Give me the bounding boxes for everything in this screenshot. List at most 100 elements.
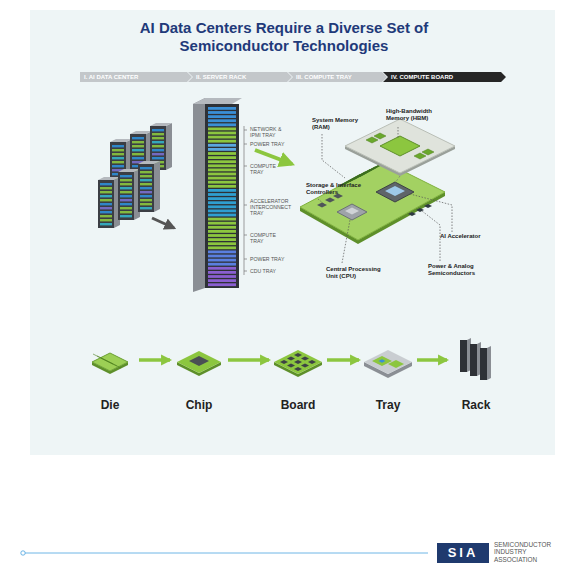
chip-icon (177, 351, 221, 373)
flow-arrow (327, 358, 359, 362)
rack-stripe (120, 187, 132, 189)
rack-tray-stripe (208, 160, 236, 163)
rack-tray-stripe (208, 164, 236, 167)
rack-tray-stripe (208, 283, 236, 286)
rack-tray-stripe (208, 152, 236, 155)
hbm-stack (374, 133, 386, 139)
rack-stripe (140, 175, 152, 177)
tray-icon (364, 350, 412, 374)
stage-label: Rack (462, 398, 491, 412)
rack-side (154, 161, 160, 212)
rack-stripe (120, 191, 132, 193)
rack-stripe (152, 145, 164, 147)
rack-stripe (140, 171, 152, 173)
rack-stripe (140, 207, 152, 209)
rack-stripe (152, 133, 164, 135)
rack-stripe (132, 137, 144, 139)
accelerator-die (385, 186, 405, 196)
rack-stripe (112, 161, 124, 163)
rack-stripe (100, 223, 112, 225)
rack-front (118, 172, 134, 220)
board-icon-chip (308, 360, 316, 364)
rack-tray-stripe (208, 177, 236, 180)
rack-stripe (140, 183, 152, 185)
rack-tray-stripe (208, 234, 236, 237)
flow-arrow (139, 358, 170, 362)
leader-line (322, 134, 345, 178)
rack-tray-stripe (208, 128, 236, 131)
accelerator-module (345, 119, 455, 173)
callout-label: System Memory (RAM) (312, 117, 364, 131)
bracket-tick (244, 205, 247, 206)
rack-stripe (140, 203, 152, 205)
chevron-fill (80, 72, 192, 82)
callout-label: AI Accelerator (440, 233, 498, 240)
board-icon-chip (294, 360, 302, 364)
rack-tray-stripe (208, 144, 236, 147)
tray-icon-chip (379, 359, 386, 363)
rack-stripe (140, 179, 152, 181)
rack-stripe (152, 157, 164, 159)
rack-stripe (100, 183, 112, 185)
callout-label: High-Bandwidth Memory (HBM) (386, 108, 448, 122)
rack-stripe (140, 199, 152, 201)
rack-stripe (112, 145, 124, 147)
rack-tray-stripe (208, 279, 236, 282)
power-chip (424, 204, 432, 208)
tray-label: NETWORK & IPMI TRAY (250, 126, 290, 138)
rack-stripe (132, 141, 144, 143)
rack-stripe (140, 187, 152, 189)
stage-item: Chip (172, 338, 226, 412)
rack-tray-stripe (208, 132, 236, 135)
rack-stripe (132, 153, 144, 155)
rack-stripe (100, 191, 112, 193)
server-rack-front (205, 104, 239, 288)
stage-label: Board (281, 398, 316, 412)
callout-label: Central Processing Unit (CPU) (326, 266, 388, 280)
rack-tray-stripe (208, 246, 236, 249)
step-chevron: III. COMPUTE TRAY (288, 72, 387, 82)
rack-stripe (120, 195, 132, 197)
logo-mark: SIA (437, 543, 489, 563)
stage-label: Chip (186, 398, 213, 412)
footer-dot (21, 551, 25, 555)
tray-label: POWER TRAY (250, 256, 290, 262)
controller-chip (325, 198, 335, 203)
board-icon-chip (280, 360, 288, 364)
rack-stripe (120, 179, 132, 181)
label-bracket (244, 126, 245, 275)
footer-rule (25, 553, 428, 554)
rack-tray-stripe (208, 173, 236, 176)
tray-label: CDU TRAY (250, 268, 290, 274)
rack-icon-front (460, 340, 467, 372)
step-label: III. COMPUTE TRAY (288, 72, 387, 82)
rack-tray-stripe (208, 201, 236, 204)
rack-stripe (140, 195, 152, 197)
zoom-arrow (152, 218, 174, 228)
rack-tray-stripe (208, 238, 236, 241)
rack-tray-stripe (208, 156, 236, 159)
tray-icon-board (388, 360, 404, 368)
callout-label: Power & Analog Semiconductors (428, 263, 494, 277)
step-label: I. AI DATA CENTER (80, 72, 192, 82)
rack-icon-front (480, 348, 487, 380)
step-label: IV. COMPUTE BOARD (383, 72, 506, 82)
hbm-stack (366, 137, 378, 143)
bracket-tick (244, 166, 247, 167)
rack-stripe (120, 199, 132, 201)
background-panel (30, 10, 555, 455)
server-rack-top (193, 98, 242, 104)
rack-top (98, 177, 120, 180)
rack-tray-stripe (208, 275, 236, 278)
rack-tray-stripe (208, 115, 236, 118)
rack-tray-stripe (208, 267, 236, 270)
rack-stripe (100, 187, 112, 189)
stage-label: Tray (376, 398, 401, 412)
step-chevron: I. AI DATA CENTER (80, 72, 192, 82)
tray-label: POWER TRAY (250, 141, 290, 147)
rack-stripe (120, 207, 132, 209)
step-chevron: II. SERVER RACK (188, 72, 292, 82)
